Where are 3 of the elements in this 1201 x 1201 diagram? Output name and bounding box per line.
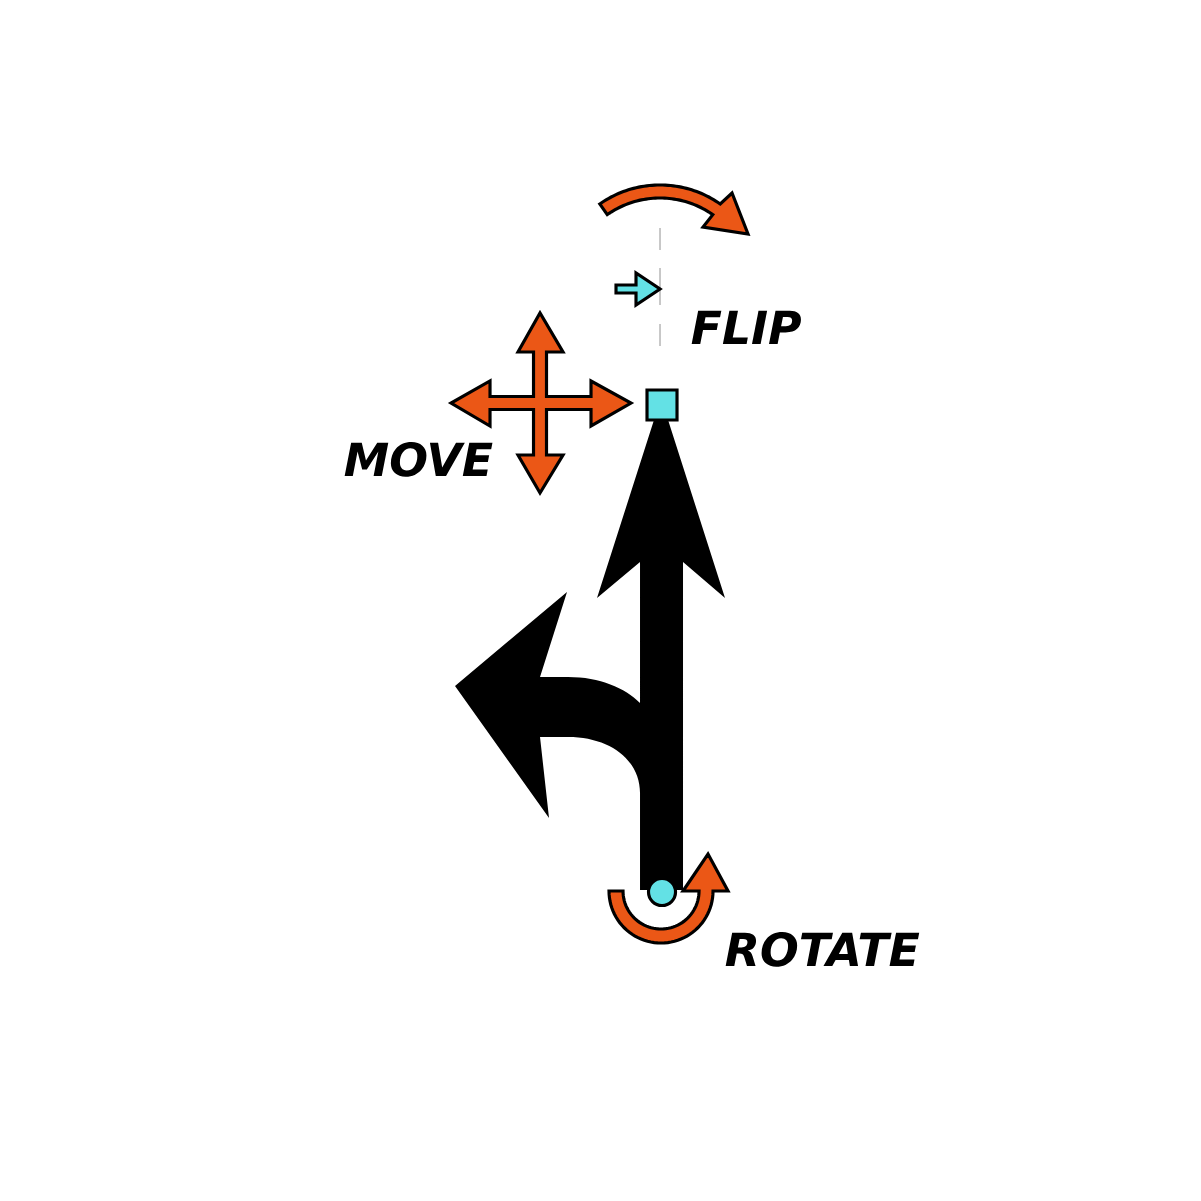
action-label: MOVE: [344, 442, 493, 477]
action-label: ROTATE: [725, 932, 920, 967]
action-label: FLIP: [691, 310, 801, 344]
